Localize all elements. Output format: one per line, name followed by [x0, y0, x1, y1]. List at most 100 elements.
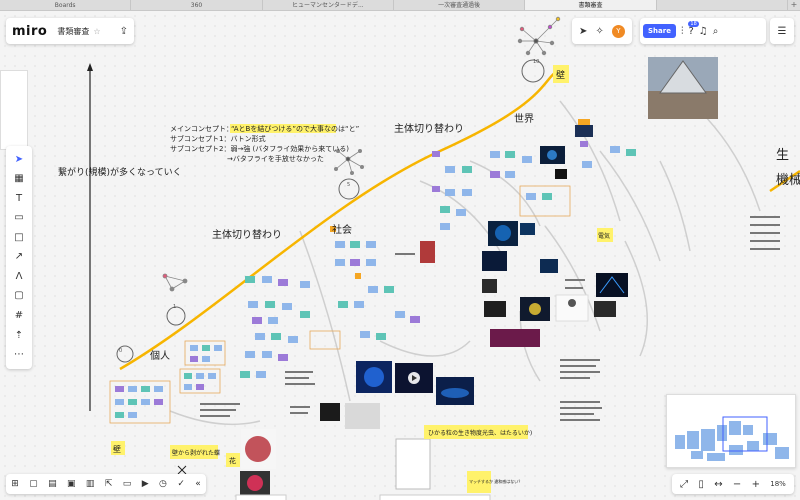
comment-icon[interactable]: ▢ — [14, 290, 24, 302]
node-cluster-society-center — [330, 226, 420, 340]
text-tool-icon[interactable]: T — [15, 192, 23, 204]
concept-sub2: サブコンセプト2：弱→強 (バタフライ効果から来ている) — [170, 144, 349, 153]
sticky-electric[interactable] — [597, 228, 613, 242]
switch-label-upper: 主体切り替わり — [394, 122, 464, 135]
upload-tool-icon[interactable]: ⇡ — [14, 329, 24, 341]
sticky-firefly-text: ひかる粒の生き物度光虫、はたるいか) — [428, 429, 532, 437]
network-graph-medium — [333, 148, 364, 175]
avatar[interactable]: Y — [611, 24, 625, 38]
stage-number-10: 10 — [533, 59, 539, 65]
tab-first-review[interactable]: 一次審査通過後 — [394, 0, 526, 10]
sticky-bottom-text: マッチするか 違和感はない？ — [469, 478, 522, 484]
node-cluster-individual — [109, 340, 226, 424]
shape-tool-icon[interactable]: □ — [14, 231, 24, 243]
share-panel: Share ⫶ ? 18 ♫ ⌕ — [640, 18, 766, 44]
switch-label-lower: 主体切り替わり — [212, 228, 282, 241]
menu-panel: ☰ — [770, 18, 794, 44]
sticky-wall-top-text: 壁 — [556, 69, 565, 81]
search-icon[interactable]: ⌕ — [712, 25, 719, 37]
frame-tool-icon[interactable]: # — [14, 310, 24, 322]
connection-line-icon[interactable]: ↗ — [14, 251, 24, 263]
select-cursor-icon[interactable]: ➤ — [14, 153, 24, 165]
label-world: 世界 — [514, 113, 534, 125]
tab-boards[interactable]: Boards — [0, 0, 132, 10]
stage-circle-5 — [338, 178, 360, 200]
minimap[interactable] — [666, 394, 796, 468]
help-icon[interactable]: ? 18 — [688, 20, 699, 37]
miro-logo[interactable]: miro — [12, 23, 48, 39]
map-icon[interactable]: ▯ — [698, 478, 704, 490]
cursor-icon[interactable]: ➤ — [579, 25, 588, 37]
sticky-electric-text: 電気 — [598, 232, 610, 240]
stage-circle-10 — [521, 59, 545, 83]
zoom-in-button[interactable]: + — [751, 478, 760, 490]
chat-icon[interactable]: ▤ — [48, 479, 57, 489]
notes-icon[interactable]: ☰ — [777, 25, 787, 37]
sticky-flower[interactable] — [226, 453, 240, 467]
presentation-icon[interactable]: ▭ — [122, 479, 132, 489]
progress-curve — [119, 67, 561, 371]
bottom-toolbar: ⊞ ▢ ▤ ▣ ▥ ⇱ ▭ ▶ ◷ ✓ « — [6, 474, 206, 494]
board-title[interactable]: 書類審査 — [57, 26, 90, 36]
share-screen-icon[interactable]: ⇱ — [104, 479, 113, 489]
node-cluster-world — [432, 119, 636, 230]
stage-number-0: 0 — [119, 348, 122, 354]
star-icon[interactable]: ☆ — [93, 26, 101, 36]
left-toolbar: ➤ ▦ T ▭ □ ↗ Ʌ ▢ # ⇡ ⋯ — [6, 146, 32, 369]
label-society: 社会 — [332, 223, 352, 236]
sticky-wall-bottom-text: 壁 — [113, 444, 121, 454]
tab-human-centered[interactable]: ヒューマンセンタードデ... — [263, 0, 394, 10]
comments-icon[interactable]: ▢ — [29, 479, 38, 489]
concept-sub1: サブコンセプト1：バトン形式 — [170, 134, 266, 143]
timer-icon[interactable]: ◷ — [159, 479, 167, 489]
board-header: miro 書類審査 ☆ ⇪ — [6, 18, 134, 44]
sticky-flower-text: 花 — [229, 456, 236, 465]
stage-circle-1 — [166, 306, 186, 326]
vertical-note: 繋がり(規模)が多くなっていく — [58, 166, 182, 178]
bell-icon[interactable]: ♫ — [698, 25, 708, 37]
freehand-lines — [169, 100, 761, 426]
minimap-drawing — [675, 416, 789, 461]
sticky-wall-bottom[interactable] — [111, 441, 125, 455]
settings-sliders-icon[interactable]: ⫶ — [680, 25, 684, 37]
kanban-icon[interactable]: ▥ — [85, 479, 95, 489]
more-tools-icon[interactable]: ⋯ — [14, 349, 24, 361]
document-thumbnail — [395, 438, 431, 490]
share-button[interactable]: Share — [643, 24, 676, 38]
frames-icon[interactable]: ⊞ — [11, 479, 19, 489]
sticky-firefly[interactable] — [424, 425, 528, 439]
image-thumbnails — [240, 57, 718, 500]
video-icon[interactable]: ▶ — [141, 479, 149, 489]
stage-circle-0 — [116, 345, 134, 363]
sticky-wall-turn[interactable] — [170, 445, 218, 459]
collapse-icon[interactable]: « — [195, 479, 201, 489]
label-life: 生 — [776, 148, 789, 163]
vote-icon[interactable]: ✓ — [177, 479, 185, 489]
tab-360[interactable]: 360 — [131, 0, 263, 10]
new-tab-button[interactable]: + — [790, 0, 798, 9]
fit-screen-icon[interactable]: ⤢ — [680, 478, 689, 490]
notification-badge: 18 — [688, 20, 699, 27]
collaboration-panel: ➤ ✧ Y — [572, 18, 632, 44]
sticky-wall-top[interactable] — [553, 65, 569, 83]
progress-curve-continuation — [769, 169, 800, 193]
collapsed-side-panel[interactable] — [0, 70, 28, 150]
upload-icon[interactable]: ⇪ — [119, 25, 128, 37]
concept-sub2-note: →バタフライを手放せなかった — [227, 154, 324, 163]
sticky-note-icon[interactable]: ▭ — [14, 212, 24, 224]
fit-width-icon[interactable]: ↔ — [714, 478, 723, 490]
cards-icon[interactable]: ▣ — [67, 479, 76, 489]
celebrate-icon[interactable]: ✧ — [595, 25, 604, 37]
board-canvas[interactable]: 壁 壁 電気 花 壁から剥がれた蝶 ひかる粒の生き物度光虫、はたるいか) マッチ… — [0, 11, 800, 500]
zoom-level[interactable]: 18% — [770, 480, 786, 488]
tab-document-review[interactable]: 書類審査 — [525, 0, 657, 10]
pen-tool-icon[interactable]: Ʌ — [15, 270, 23, 282]
tab-blank[interactable] — [657, 0, 788, 10]
stage-number-5: 5 — [347, 182, 350, 188]
templates-icon[interactable]: ▦ — [14, 173, 24, 185]
concept-main-highlight-bg — [230, 124, 336, 133]
zoom-out-button[interactable]: − — [732, 478, 742, 490]
frame-bottom — [235, 494, 287, 500]
browser-tab-bar: Boards 360 ヒューマンセンタードデ... 一次審査通過後 書類審査 + — [0, 0, 800, 11]
sticky-bottom[interactable] — [467, 471, 491, 493]
